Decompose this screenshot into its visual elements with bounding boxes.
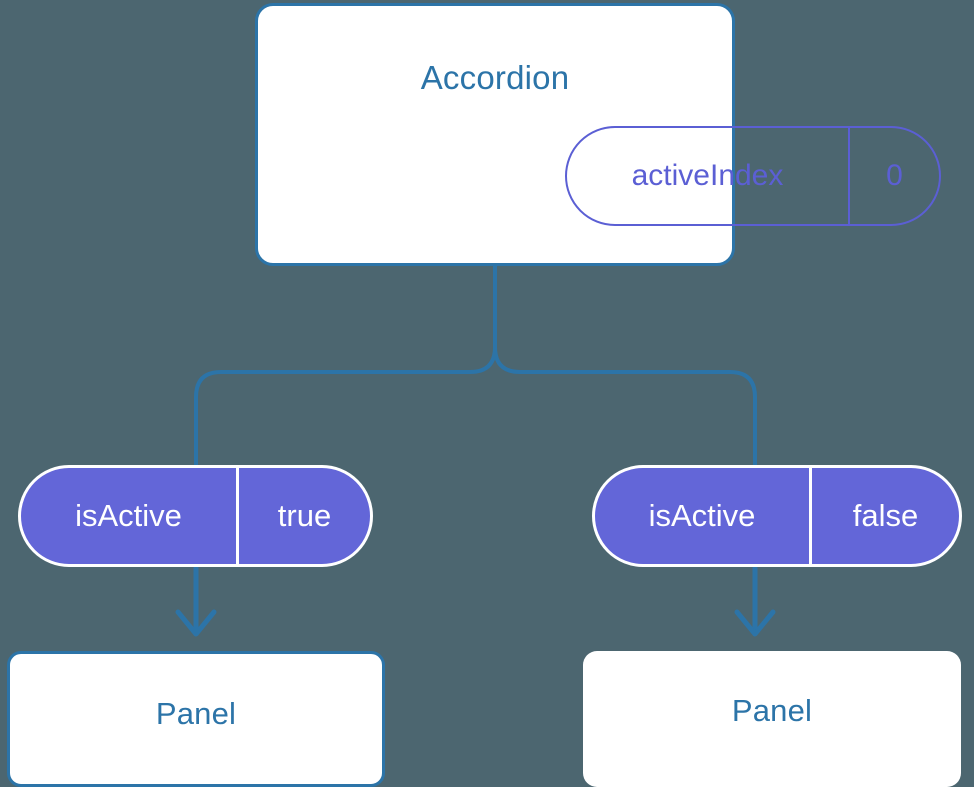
activeindex-prop-pill[interactable]: activeIndex 0 — [565, 126, 941, 226]
accordion-component-card[interactable]: Accordion activeIndex 0 — [255, 3, 941, 266]
isactive-prop-value-right: false — [809, 468, 959, 564]
arrow-left-pill-to-panel — [175, 565, 217, 637]
panel-component-card-left[interactable]: Panel — [7, 651, 385, 787]
isactive-prop-pill-right[interactable]: isActive false — [592, 465, 962, 567]
isactive-prop-key-left: isActive — [75, 498, 182, 533]
arrow-right-pill-to-panel — [734, 565, 776, 637]
isactive-prop-key-right: isActive — [648, 498, 756, 533]
component-tree-diagram: Accordion activeIndex 0 isActive true Pa… — [7, 3, 962, 787]
activeindex-prop-key: activeIndex — [631, 159, 784, 192]
connector-trunk-split — [194, 264, 497, 468]
isactive-prop-value-left: true — [236, 468, 370, 564]
panel-component-card-right[interactable]: Panel — [583, 651, 961, 787]
accordion-title: Accordion — [420, 59, 570, 96]
connector-trunk-split-right — [493, 345, 757, 468]
isactive-prop-pill-left[interactable]: isActive true — [18, 465, 373, 567]
panel-title-left: Panel — [155, 696, 237, 731]
activeindex-prop-value: 0 — [848, 128, 939, 224]
panel-title-right: Panel — [731, 693, 813, 728]
